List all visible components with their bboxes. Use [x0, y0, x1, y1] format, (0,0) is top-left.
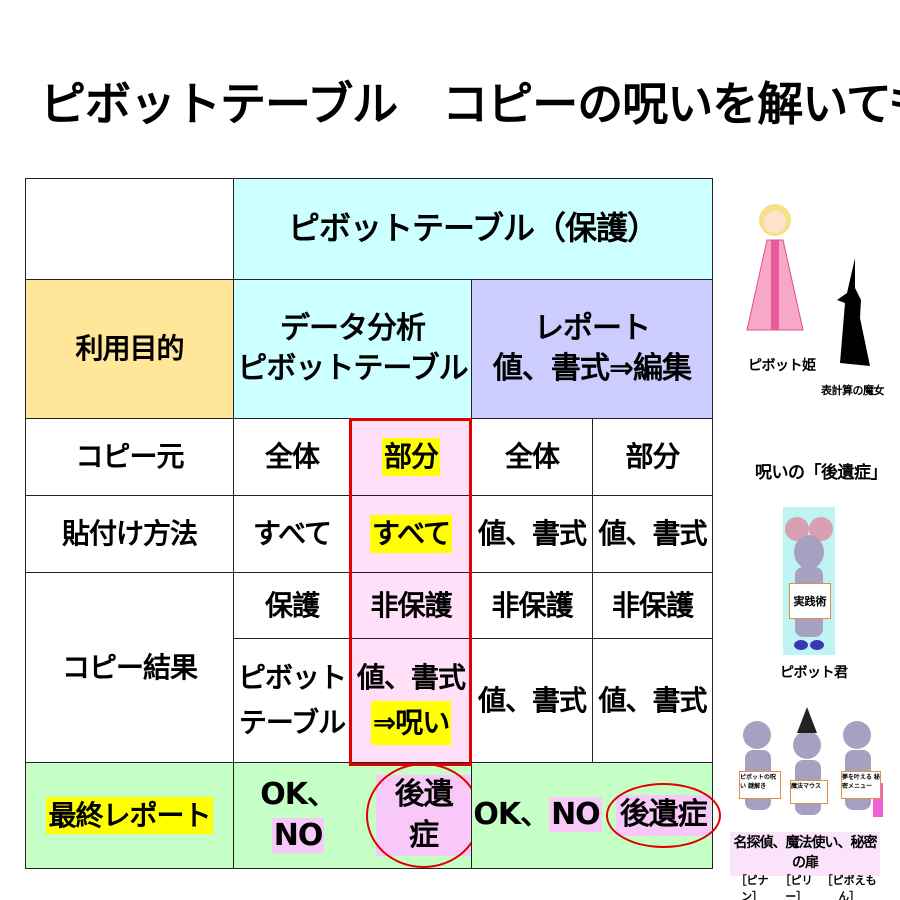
aftereffect-circled: 後遺症	[605, 783, 721, 848]
paste-cell: 値、書式	[592, 495, 713, 573]
princess-caption: ピボット姫	[748, 358, 816, 374]
protection-cell: 非保護	[592, 572, 713, 639]
trio-name: ［ピボえもん］	[821, 874, 877, 900]
final-cell-report: OK、NO 後遺症	[471, 762, 721, 869]
output-cell: ピボット テーブル	[233, 638, 351, 763]
paste-label: 貼付け方法	[25, 495, 234, 573]
aftereffect-circled: 後遺症	[366, 763, 481, 868]
mouse-caption: ピボット君	[780, 665, 848, 681]
output-cell: 値、書式 ⇒呪い	[350, 638, 472, 763]
final-label-cell: 最終レポート	[25, 762, 234, 869]
witch-silhouette	[837, 258, 870, 366]
analysis-line-2: ピボットテーブル	[237, 351, 468, 386]
report-cell: レポート 値、書式⇒編集	[471, 279, 713, 419]
princess-illustration	[746, 204, 804, 331]
ok-text: OK、	[473, 797, 550, 833]
trio-name: ［ピナン］	[735, 874, 769, 900]
trio-sign: 夢を叶える 秘密メニュー	[841, 771, 881, 799]
slide-title: ピボットテーブル コピーの呪いを解いても‥	[40, 77, 900, 131]
purpose-label: 利用目的	[25, 279, 234, 419]
trio-caption-box: 名探偵、魔法使い、秘密の扉 ［ピナン］ ［ピリー］ ［ピボえもん］	[730, 832, 880, 900]
no-text: NO	[271, 817, 325, 853]
paste-cell: 値、書式	[471, 495, 593, 573]
trio-sign: 魔法マウス	[790, 780, 828, 804]
trio-sign: ピボットの呪い 謎解き	[739, 771, 781, 799]
mouse-sign: 実践術	[789, 583, 831, 619]
paste-cell: すべて	[233, 495, 351, 573]
report-line-1: レポート	[534, 310, 651, 346]
output-line: テーブル	[238, 705, 346, 739]
source-cell: 全体	[471, 418, 593, 496]
output-line: ピボット	[237, 660, 347, 694]
output-line: 値、書式	[356, 660, 466, 694]
source-cell: 全体	[233, 418, 351, 496]
blank-cell	[25, 178, 234, 280]
output-cell: 値、書式	[471, 638, 593, 763]
result-label: コピー結果	[25, 572, 234, 763]
trio-caption: 名探偵、魔法使い、秘密の扉	[733, 835, 878, 871]
analysis-line-1: データ分析	[280, 310, 426, 346]
no-text: NO	[549, 797, 602, 833]
curse-highlight: ⇒呪い	[370, 700, 452, 746]
curse-caption: 呪いの「後遺症」	[755, 463, 888, 483]
analysis-cell: データ分析 ピボットテーブル	[233, 279, 472, 419]
protection-cell: 非保護	[350, 572, 472, 639]
highlight-text: すべて	[370, 515, 452, 553]
paste-cell: すべて	[350, 495, 472, 573]
report-line-2: 値、書式⇒編集	[492, 351, 692, 386]
output-cell: 値、書式	[592, 638, 713, 763]
header-cell: ピボットテーブル（保護）	[233, 178, 713, 280]
final-cell-analysis: OK、 NO 後遺症	[233, 762, 481, 869]
ok-text: OK、	[260, 777, 337, 812]
trio-name: ［ピリー］	[779, 874, 813, 900]
protection-cell: 保護	[233, 572, 351, 639]
protection-cell: 非保護	[471, 572, 593, 639]
mouse-trio-illustration: ピボットの呪い 謎解き 魔法マウス 夢を叶える 秘密メニュー	[735, 705, 885, 830]
source-cell: 部分	[350, 418, 472, 496]
mouse-illustration: 実践術	[783, 507, 835, 655]
highlight-text: 部分	[381, 438, 440, 476]
final-label: 最終レポート	[46, 796, 213, 835]
source-cell: 部分	[592, 418, 713, 496]
source-label: コピー元	[25, 418, 234, 496]
witch-caption: 表計算の魔女	[821, 384, 885, 397]
